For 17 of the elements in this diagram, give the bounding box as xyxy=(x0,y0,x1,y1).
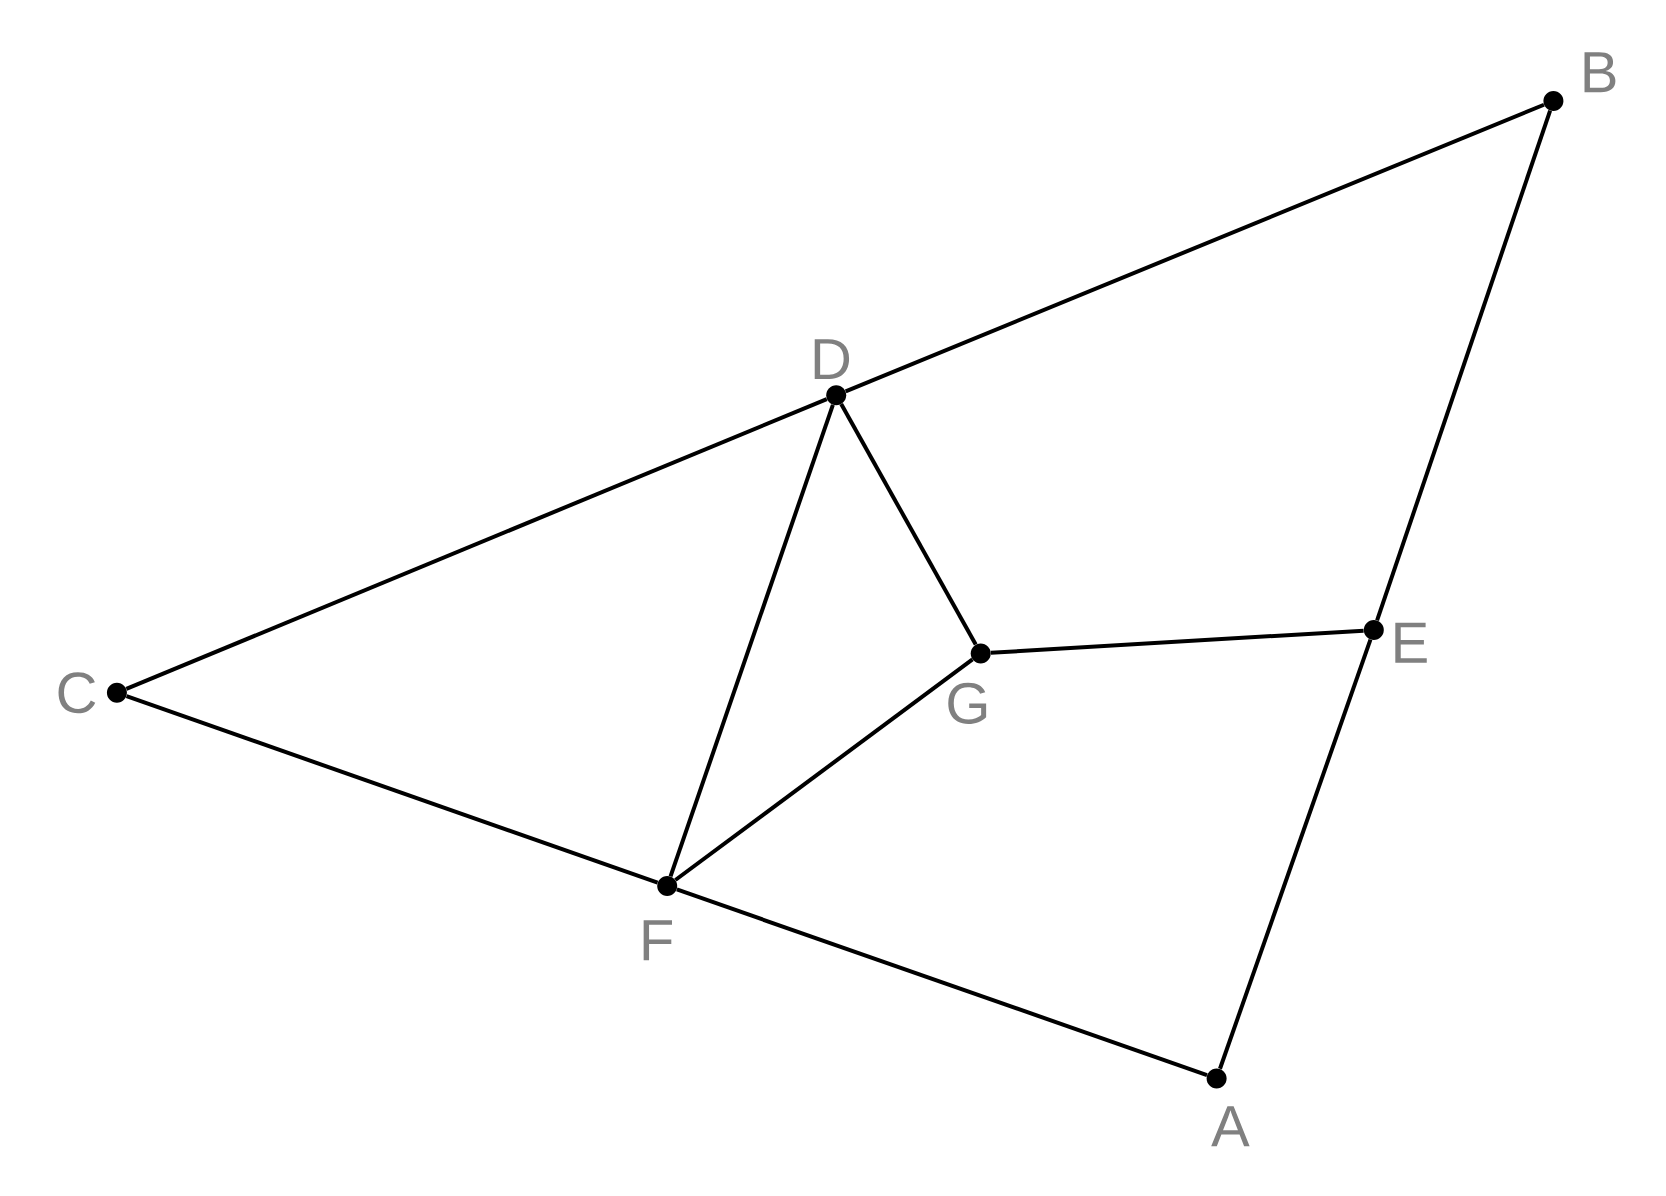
line-segment xyxy=(668,404,835,878)
line-segment xyxy=(990,628,1364,655)
point-label: C xyxy=(58,672,96,714)
line-segment xyxy=(844,102,1545,394)
line-segment xyxy=(676,887,1208,1077)
line-segment xyxy=(125,694,659,885)
line-segment xyxy=(1218,639,1373,1070)
line-segment xyxy=(1375,109,1553,622)
point-label: F xyxy=(643,920,672,961)
line-segment xyxy=(674,657,974,882)
line-segment xyxy=(125,397,828,691)
point-label: A xyxy=(1211,1106,1250,1147)
point-label: E xyxy=(1395,622,1427,663)
line-segment xyxy=(839,403,978,646)
point-label: D xyxy=(814,339,850,380)
point-label: G xyxy=(948,682,987,724)
point-label: B xyxy=(1584,52,1616,93)
